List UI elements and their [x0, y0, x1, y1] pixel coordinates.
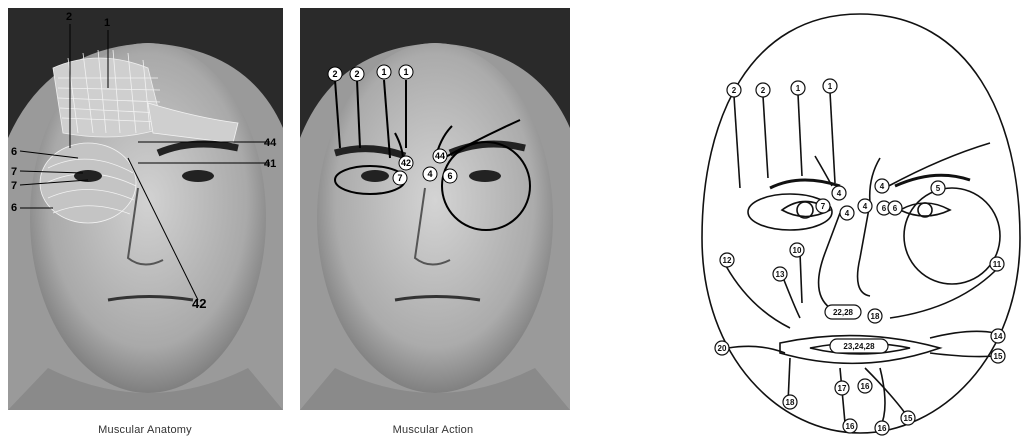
muscular-action-illustration: 2 2 1 1 42 7 44 4 6 [300, 8, 570, 410]
label-6: 6 [447, 171, 452, 181]
rlabel-4c: 4 [880, 182, 885, 191]
rlabel-6b: 6 [893, 204, 898, 213]
rlabel-14: 14 [994, 332, 1003, 341]
rlabel-13: 13 [776, 270, 785, 279]
rlabel-23-24-28: 23,24,28 [843, 342, 875, 351]
face-line-diagram: 2 2 1 1 4 4 4 4 5 7 6 6 10 11 12 13 22,2… [690, 8, 1030, 438]
label-7: 7 [397, 173, 402, 183]
rlabel-1b: 1 [828, 82, 833, 91]
caption-muscular-anatomy: Muscular Anatomy [50, 424, 240, 436]
rlabel-22-28: 22,28 [833, 308, 854, 317]
label-2b: 2 [354, 69, 359, 79]
label-42: 42 [192, 296, 206, 311]
rlabel-15b: 15 [904, 414, 913, 423]
muscular-action-photo: 2 2 1 1 42 7 44 4 6 [300, 8, 570, 410]
muscular-anatomy-illustration: 2 1 6 7 7 6 44 41 42 [8, 8, 283, 410]
rlabel-12: 12 [723, 256, 732, 265]
rlabel-4b: 4 [863, 202, 868, 211]
rlabel-16b: 16 [878, 424, 887, 433]
rlabel-1a: 1 [796, 84, 801, 93]
label-44: 44 [435, 151, 445, 161]
label-42: 42 [401, 158, 411, 168]
rlabel-16a: 16 [861, 382, 870, 391]
label-1b: 1 [403, 67, 408, 77]
rlabel-6a: 6 [882, 204, 887, 213]
rlabel-7: 7 [821, 202, 826, 211]
rlabel-4d: 4 [845, 209, 850, 218]
rlabel-11: 11 [993, 260, 1002, 269]
rlabel-16c: 16 [846, 422, 855, 431]
rlabel-2b: 2 [761, 86, 766, 95]
label-6-upper: 6 [11, 146, 17, 158]
label-7-lower: 7 [11, 180, 17, 192]
label-4: 4 [427, 169, 432, 179]
rlabel-2a: 2 [732, 86, 737, 95]
label-1: 1 [104, 17, 110, 29]
label-7-upper: 7 [11, 166, 17, 178]
rlabel-17: 17 [838, 384, 847, 393]
rlabel-10: 10 [793, 246, 802, 255]
rlabel-20: 20 [718, 344, 727, 353]
rlabel-18a: 18 [871, 312, 880, 321]
label-2: 2 [66, 11, 72, 23]
head-outline [702, 14, 1020, 433]
rlabel-5: 5 [936, 184, 941, 193]
muscular-anatomy-photo: 2 1 6 7 7 6 44 41 42 [8, 8, 283, 410]
label-44: 44 [264, 137, 277, 149]
face-diagram-svg: 2 2 1 1 4 4 4 4 5 7 6 6 10 11 12 13 22,2… [690, 8, 1030, 438]
rlabel-18b: 18 [786, 398, 795, 407]
label-2a: 2 [332, 69, 337, 79]
label-1a: 1 [381, 67, 386, 77]
label-41: 41 [264, 158, 276, 170]
rlabel-4a: 4 [837, 189, 842, 198]
rlabel-15a: 15 [994, 352, 1003, 361]
label-6-lower: 6 [11, 202, 17, 214]
caption-muscular-action: Muscular Action [338, 424, 528, 436]
